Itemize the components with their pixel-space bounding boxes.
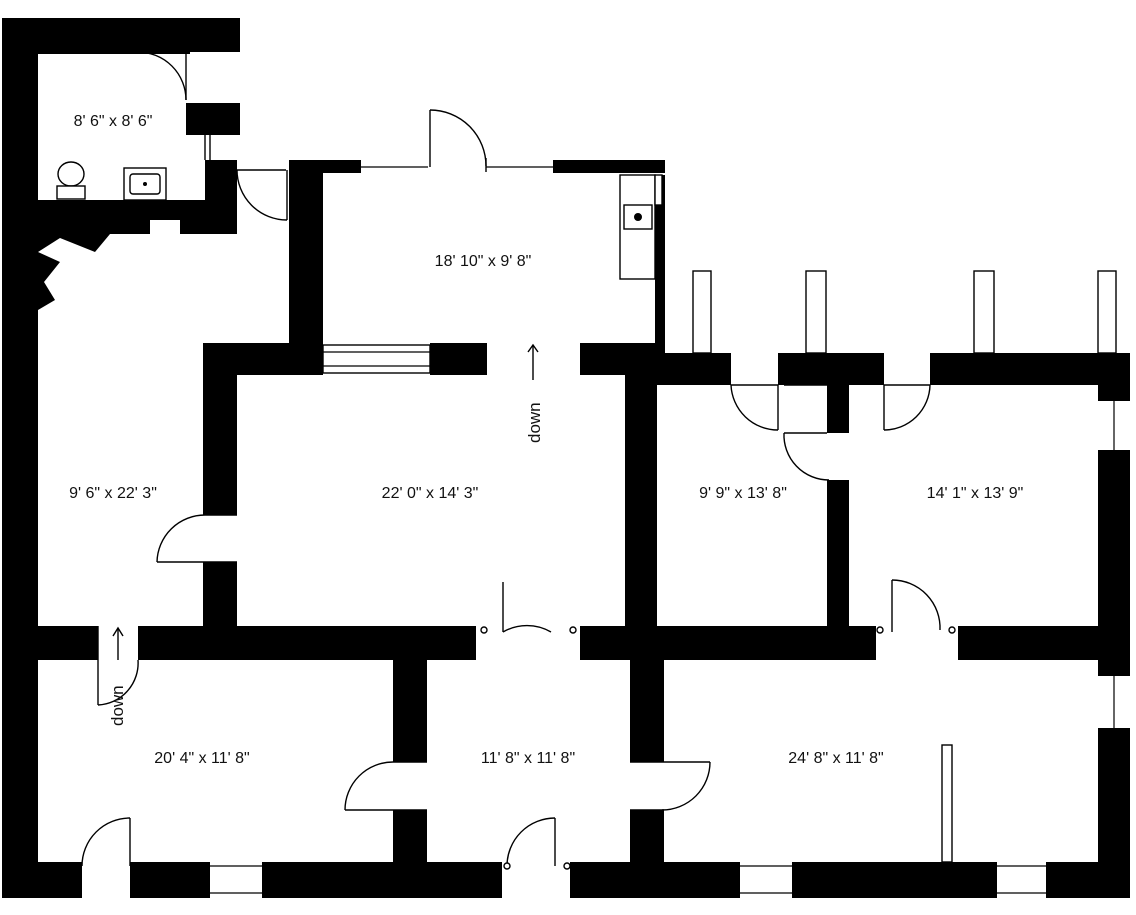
stair-arrow-southwest — [112, 626, 124, 660]
room-label-room-southwest: 20' 4" x 11' 8" — [154, 750, 249, 767]
door-kitchen-top — [429, 109, 487, 172]
door-bedroom-east-north — [883, 384, 931, 431]
bathroom-sink-icon — [123, 167, 167, 201]
door-bedroom-east-south — [876, 579, 956, 634]
walls — [2, 18, 1130, 898]
room-label-living: 22' 0" x 14' 3" — [382, 485, 479, 502]
stair-label-southwest-down: down — [108, 685, 127, 726]
doors — [81, 51, 956, 870]
room-label-kitchen: 18' 10" x 9' 8" — [435, 253, 532, 270]
door-southwest-south — [81, 817, 131, 867]
kitchen-sink-icon — [623, 204, 653, 230]
fixtures — [56, 161, 663, 280]
door-bedroom-divider — [783, 384, 830, 481]
room-label-bathroom: 8' 6" x 8' 6" — [74, 113, 153, 130]
room-label-room-south-center: 11' 8" x 11' 8" — [481, 750, 575, 767]
door-bathroom-top — [137, 51, 187, 101]
toilet-icon — [56, 161, 86, 200]
door-living-south — [480, 582, 577, 634]
door-stair-southwest — [97, 626, 139, 706]
door-living-west — [156, 514, 237, 563]
room-label-bedroom-mid: 9' 9" x 13' 8" — [699, 485, 787, 502]
door-bedroom-mid-north — [730, 384, 779, 431]
room-label-bedroom-east: 14' 1" x 13' 9" — [927, 485, 1024, 502]
kitchen-counter — [619, 174, 663, 280]
door-south-center-west — [344, 761, 427, 811]
stair-label-living-down: down — [525, 402, 544, 443]
windows — [210, 166, 1117, 894]
stair-arrow-living — [527, 343, 539, 380]
room-label-room-southeast: 24' 8" x 11' 8" — [788, 750, 883, 767]
door-southeast-west — [630, 761, 711, 811]
room-label-hall-west: 9' 6" x 22' 3" — [69, 485, 157, 502]
door-south-center-south — [503, 817, 571, 870]
door-bathroom-side — [204, 135, 288, 221]
